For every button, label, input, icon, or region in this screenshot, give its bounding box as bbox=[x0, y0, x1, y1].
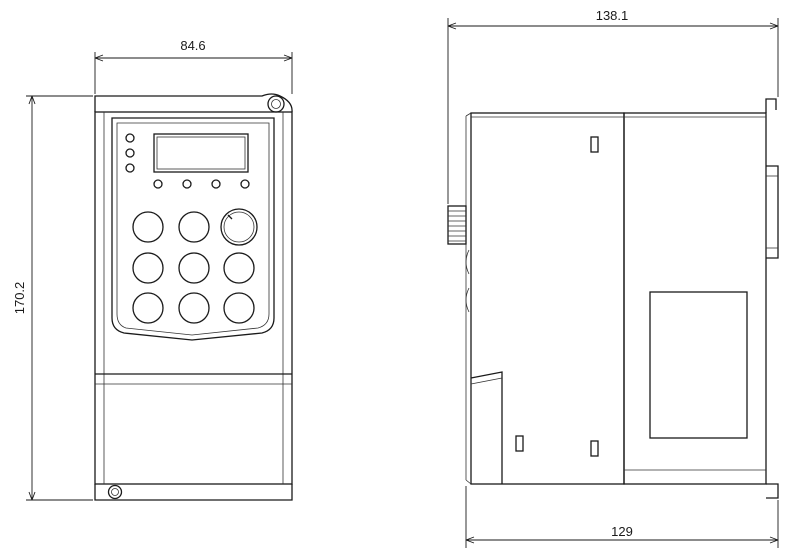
keypad-button-7 bbox=[178, 292, 210, 324]
bottom-mounting-hole bbox=[107, 484, 123, 500]
unit-led-4 bbox=[240, 179, 250, 189]
dimension-height: 170.2 bbox=[12, 95, 93, 501]
potentiometer-knob-icon bbox=[220, 208, 258, 246]
side-slot-top bbox=[590, 136, 599, 153]
side-depth-label: 138.1 bbox=[596, 8, 629, 23]
din-rail-clip bbox=[765, 98, 779, 499]
side-body-depth-label: 129 bbox=[611, 524, 633, 539]
side-slot-bottom bbox=[590, 440, 599, 457]
dimension-side-depth: 138.1 bbox=[447, 8, 779, 204]
side-lower-step bbox=[470, 371, 503, 484]
front-body-outline bbox=[94, 111, 293, 485]
dimension-front-width: 84.6 bbox=[94, 38, 293, 94]
keypad-panel bbox=[111, 117, 275, 341]
status-led-3 bbox=[125, 163, 135, 173]
led-display bbox=[153, 133, 249, 173]
side-body-front bbox=[470, 112, 625, 485]
keypad-button-2 bbox=[178, 211, 210, 243]
bottom-mounting-tab bbox=[94, 484, 293, 501]
unit-led-3 bbox=[211, 179, 221, 189]
status-led-1 bbox=[125, 133, 135, 143]
keypad-button-1 bbox=[132, 211, 164, 243]
keypad-button-8 bbox=[223, 292, 255, 324]
status-led-2 bbox=[125, 148, 135, 158]
keypad-button-3 bbox=[132, 252, 164, 284]
keypad-button-5 bbox=[223, 252, 255, 284]
side-slot-lower-left bbox=[515, 435, 524, 452]
top-mounting-tab bbox=[94, 93, 293, 113]
front-width-label: 84.6 bbox=[180, 38, 205, 53]
keypad-button-4 bbox=[178, 252, 210, 284]
top-mounting-hole bbox=[267, 95, 285, 113]
knob-side-icon bbox=[447, 205, 467, 245]
dimension-side-body-depth: 129 bbox=[465, 486, 779, 548]
front-view: 84.6 170.2 bbox=[12, 38, 293, 501]
keypad-button-6 bbox=[132, 292, 164, 324]
unit-led-1 bbox=[153, 179, 163, 189]
unit-led-2 bbox=[182, 179, 192, 189]
side-label-window bbox=[649, 291, 748, 439]
side-body-rear bbox=[623, 112, 767, 485]
height-label: 170.2 bbox=[12, 282, 27, 315]
side-view: 138.1 129 bbox=[447, 8, 779, 548]
